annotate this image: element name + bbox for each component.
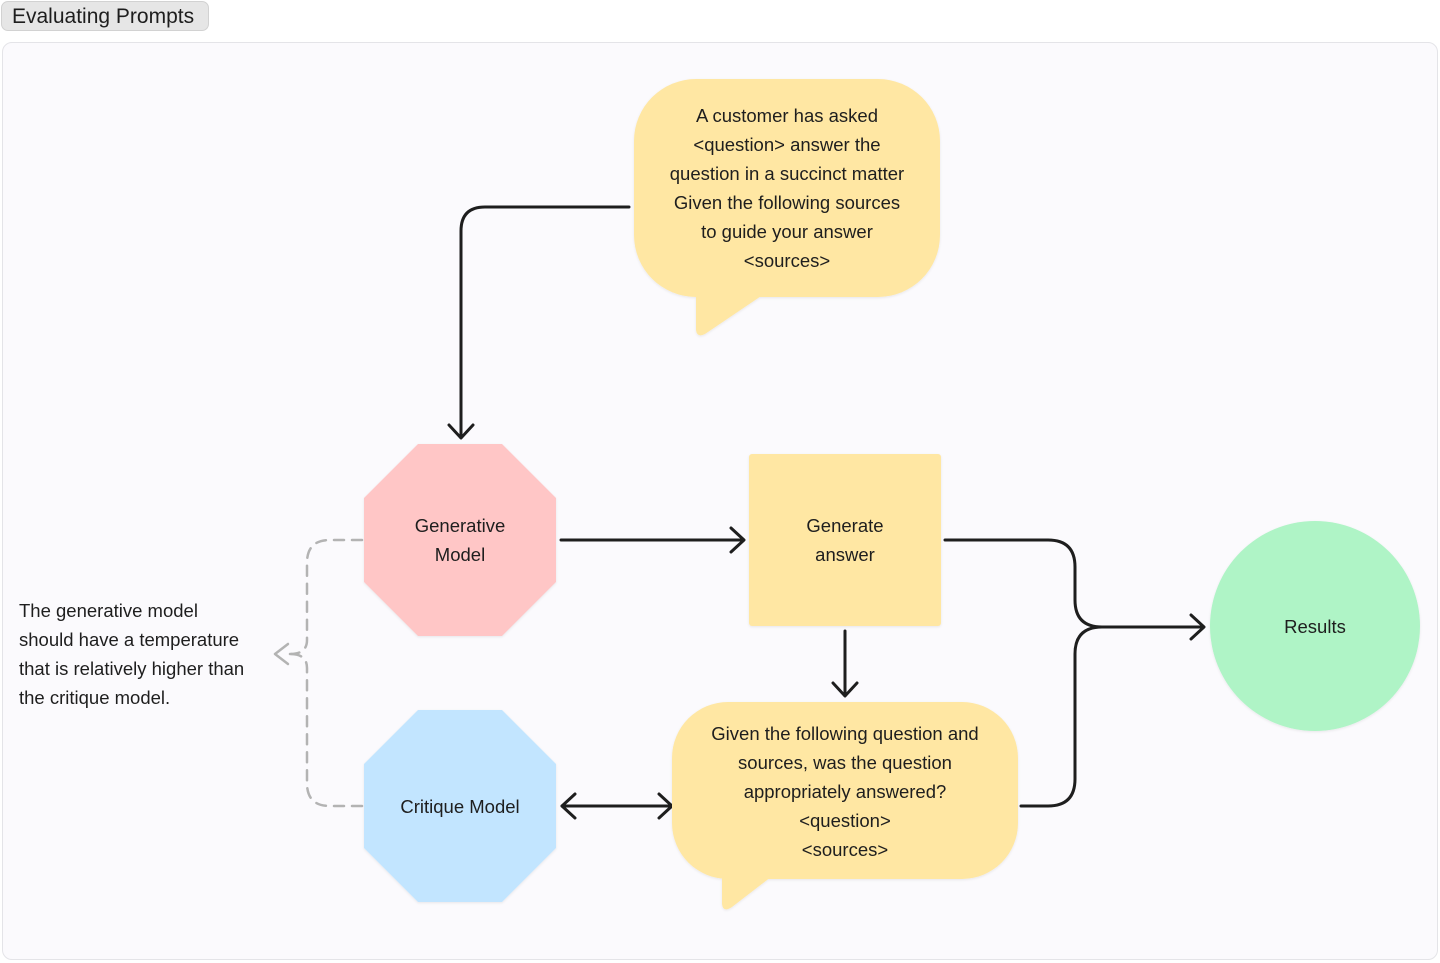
prompt-bubble-tail — [696, 290, 770, 336]
edge-answer-to-results[interactable] — [943, 538, 1205, 629]
generate-answer-label: Generate answer — [806, 515, 884, 565]
prompt-bubble-shape[interactable] — [634, 79, 940, 336]
critique-bubble-text: Given the following question and sources… — [711, 722, 979, 860]
generative-model-label: Generative Model — [414, 515, 506, 565]
edge-critique-to-note[interactable] — [288, 652, 364, 808]
arrowhead-note — [273, 642, 290, 666]
arrowhead-critique-bubble — [831, 681, 859, 698]
edge-critique-to-results[interactable] — [1019, 625, 1104, 808]
critique-model-shape[interactable] — [364, 710, 556, 902]
critique-model-label: Critique Model — [400, 795, 520, 817]
temperature-note[interactable]: The generative model should have a tempe… — [19, 600, 245, 708]
arrowhead-critique-model — [560, 792, 577, 820]
edge-prompt-to-generative[interactable] — [459, 205, 631, 439]
generate-answer-shape[interactable] — [749, 454, 941, 626]
frame-title[interactable]: Evaluating Prompts — [1, 1, 210, 31]
critique-bubble-tail — [722, 870, 780, 910]
arrowhead-results — [1189, 613, 1206, 641]
generative-model-shape[interactable] — [364, 444, 556, 636]
arrowhead-generative-model — [447, 423, 475, 440]
critique-bubble-body — [672, 702, 1018, 879]
critique-bubble-shape[interactable] — [672, 702, 1018, 910]
prompt-bubble-text: A customer has asked <question> answer t… — [669, 105, 905, 271]
results-shape[interactable] — [1210, 521, 1420, 731]
edge-generative-to-note[interactable] — [288, 538, 364, 656]
arrowhead-generate-answer — [729, 526, 746, 554]
prompt-bubble-body — [634, 79, 940, 297]
results-label: Results — [1284, 615, 1346, 637]
